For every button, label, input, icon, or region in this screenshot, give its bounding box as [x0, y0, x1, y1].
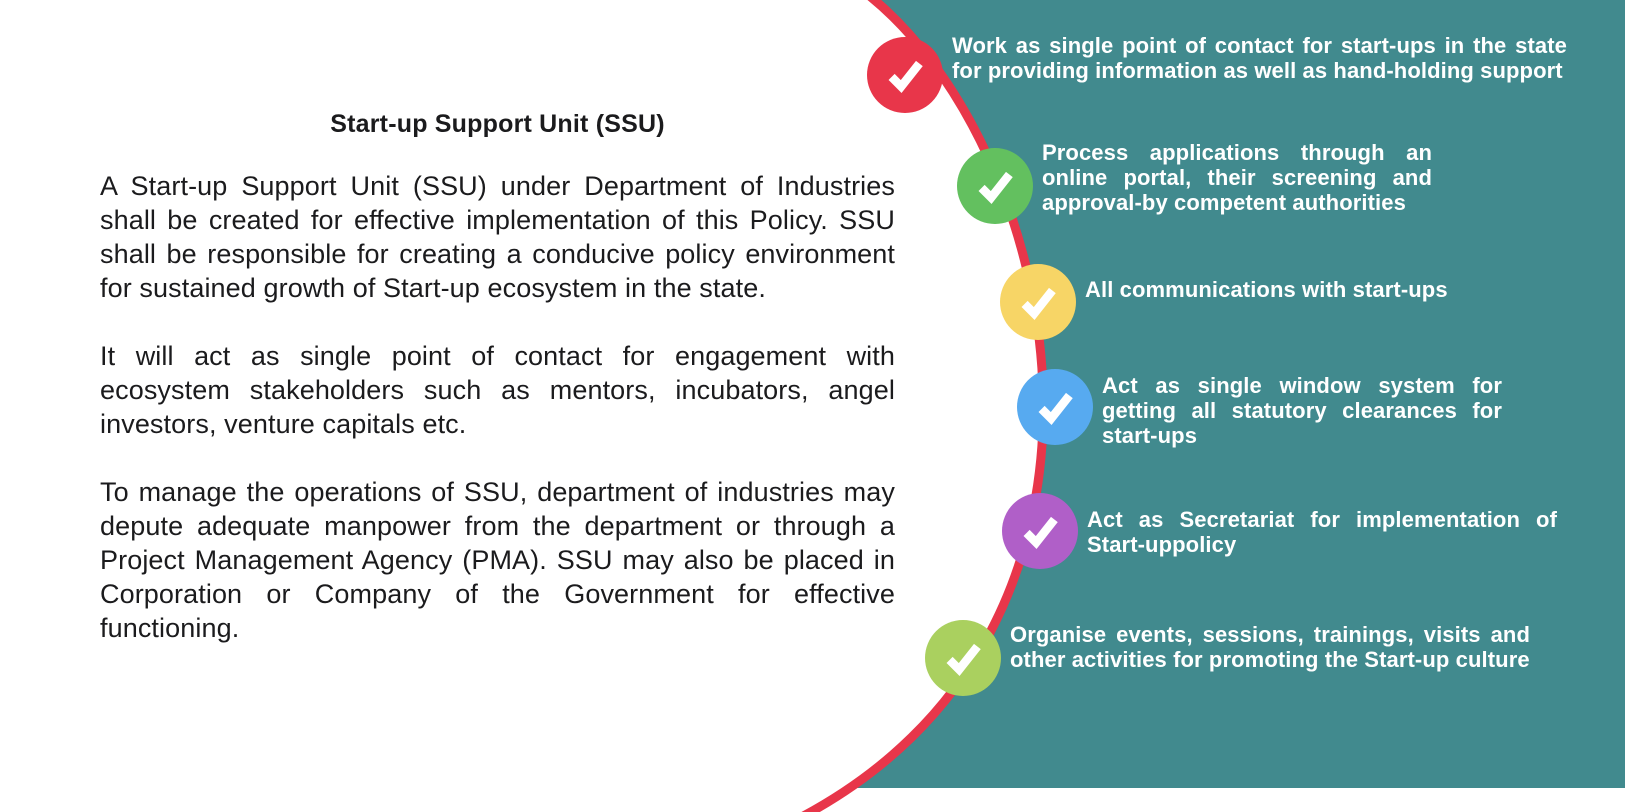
- checklist-item: Process applications through an online p…: [957, 140, 1432, 224]
- check-circle: [957, 148, 1033, 224]
- check-icon: [888, 60, 923, 93]
- paragraph-ssu-operations: To manage the operations of SSU, departm…: [100, 477, 895, 643]
- checklist-item-text: Organise events, sessions, trainings, vi…: [1010, 622, 1530, 672]
- checklist-item: Act as single window system for getting …: [1017, 369, 1502, 448]
- check-icon: [946, 643, 981, 676]
- checklist-item-text: Work as single point of contact for star…: [952, 33, 1567, 83]
- page-title: Start-up Support Unit (SSU): [330, 110, 665, 138]
- check-icon: [1038, 392, 1073, 425]
- checklist-item-text: Act as single window system for getting …: [1102, 373, 1502, 448]
- check-icon: [978, 171, 1013, 204]
- check-circle: [1002, 493, 1078, 569]
- checklist-item-text: All communications with start-ups: [1085, 277, 1448, 302]
- checklist-item: All communications with start-ups: [1000, 264, 1470, 340]
- checklist-item: Work as single point of contact for star…: [867, 33, 1567, 113]
- checklist-item: Act as Secretariat for implementation of…: [1002, 493, 1557, 569]
- checklist-item: Organise events, sessions, trainings, vi…: [925, 620, 1530, 696]
- check-circle: [1017, 369, 1093, 445]
- check-circle: [1000, 264, 1076, 340]
- left-text-panel: Start-up Support Unit (SSU) A Start-up S…: [100, 110, 895, 645]
- check-icon: [1021, 287, 1056, 320]
- checklist-item-text: Process applications through an online p…: [1042, 140, 1432, 215]
- paragraph-ssu-creation: A Start-up Support Unit (SSU) under Depa…: [100, 171, 895, 303]
- check-icon: [1023, 516, 1058, 549]
- checklist-item-text: Act as Secretariat for implementation of…: [1087, 507, 1557, 557]
- check-circle: [925, 620, 1001, 696]
- check-circle: [867, 37, 943, 113]
- paragraph-single-point-contact: It will act as single point of contact f…: [100, 341, 895, 439]
